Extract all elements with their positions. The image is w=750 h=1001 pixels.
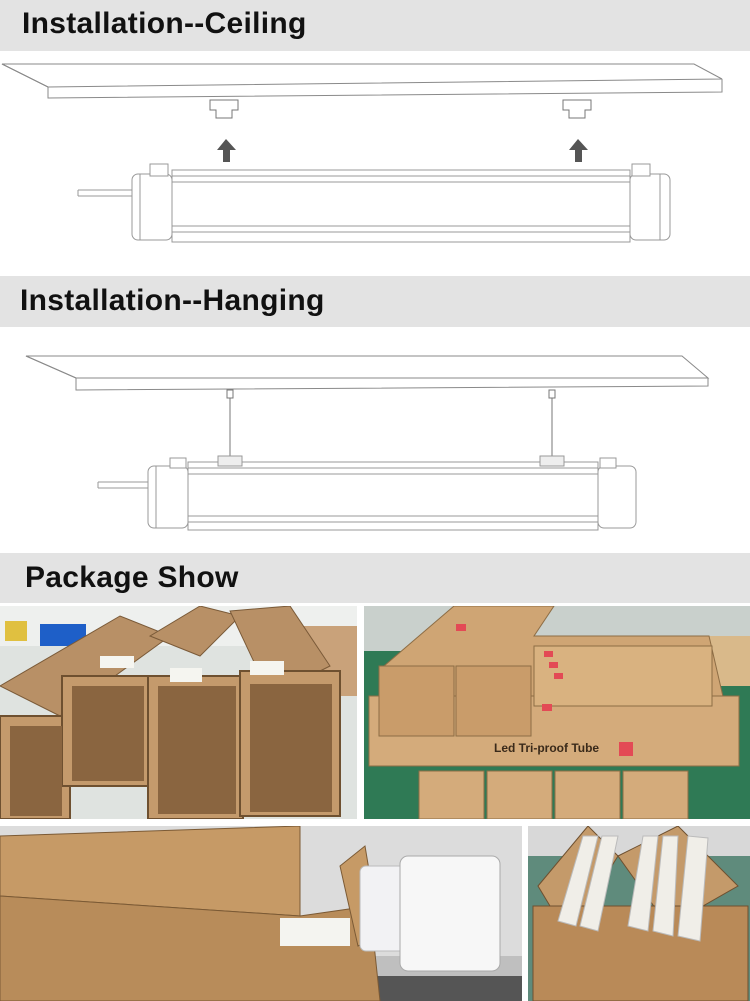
- mounting-clip-left: [209, 99, 239, 119]
- mounting-clip-right: [562, 99, 592, 119]
- photo-tubes-in-open-carton: [528, 826, 750, 1001]
- photo-fixture-in-carton: [0, 826, 522, 1001]
- section-title-package: Package Show: [25, 561, 239, 594]
- suspension-cable-left: [226, 389, 234, 456]
- ceiling-installation-diagram: [0, 52, 750, 274]
- light-fixture-ceiling: [77, 163, 671, 243]
- section-title-ceiling: Installation--Ceiling: [22, 7, 307, 40]
- section-header-ceiling: Installation--Ceiling: [0, 0, 750, 51]
- arrow-up-icon-right: [569, 139, 588, 162]
- box-print-label: Led Tri-proof Tube: [494, 741, 599, 755]
- suspension-cable-right: [548, 389, 556, 456]
- section-header-package: Package Show: [0, 553, 750, 603]
- ceiling-board: [25, 355, 710, 391]
- hanging-installation-diagram: [0, 328, 750, 552]
- section-header-hanging: Installation--Hanging: [0, 276, 750, 327]
- photo-open-carton-boxes: [0, 606, 357, 819]
- ceiling-board: [1, 63, 723, 99]
- photo-stacked-sealed-boxes: Led Tri-proof Tube: [364, 606, 750, 819]
- section-title-hanging: Installation--Hanging: [20, 284, 325, 317]
- arrow-up-icon-left: [217, 139, 236, 162]
- light-fixture-hanging: [97, 455, 637, 531]
